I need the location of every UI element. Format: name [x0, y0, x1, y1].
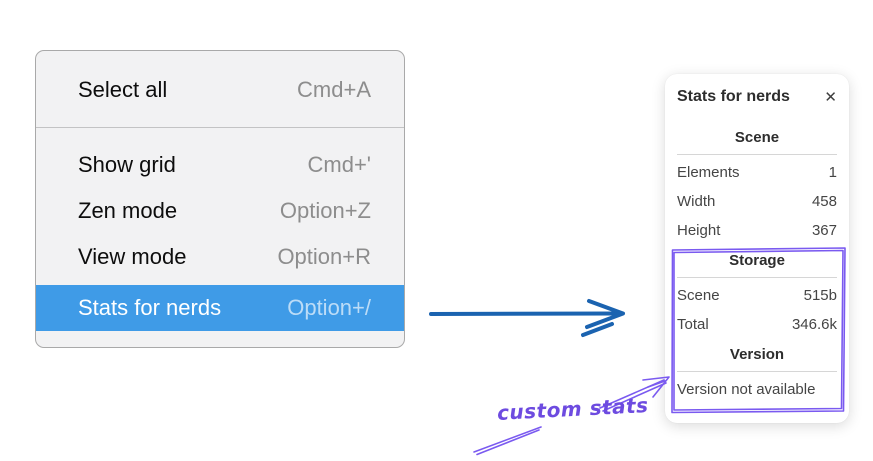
- menu-item-stats-for-nerds[interactable]: Stats for nerds Option+/: [36, 285, 404, 331]
- menu-divider: [36, 127, 404, 128]
- storage-section-rows: Scene 515b Total 346.6k: [677, 281, 837, 339]
- menu-item-shortcut: Cmd+': [307, 152, 372, 177]
- stat-value: 458: [811, 193, 837, 210]
- close-icon[interactable]: ✕: [824, 88, 837, 106]
- stat-label: Width: [677, 193, 716, 210]
- stat-label: Height: [677, 222, 721, 239]
- stat-row-height: Height 367: [677, 216, 837, 245]
- menu-item-view-mode[interactable]: View mode Option+R: [36, 234, 404, 280]
- menu-item-label: Zen mode: [78, 198, 178, 223]
- stat-row-elements: Elements 1: [677, 158, 837, 187]
- context-menu: Select all Cmd+A Show grid Cmd+' Zen mod…: [35, 50, 405, 348]
- menu-item-shortcut: Cmd+A: [297, 77, 371, 102]
- stat-row-width: Width 458: [677, 187, 837, 216]
- stats-panel-title: Stats for nerds: [677, 88, 790, 105]
- menu-item-shortcut: Option+R: [277, 244, 371, 269]
- menu-item-zen-mode[interactable]: Zen mode Option+Z: [36, 188, 404, 234]
- menu-item-label: View mode: [78, 244, 187, 269]
- stat-value: 346.6k: [791, 316, 837, 333]
- stats-panel: Stats for nerds ✕ Scene Elements 1 Width…: [665, 74, 849, 423]
- section-divider: [677, 277, 837, 278]
- version-note: Version not available: [677, 381, 816, 398]
- menu-item-select-all[interactable]: Select all Cmd+A: [36, 67, 404, 113]
- stat-label: Scene: [677, 287, 720, 304]
- scene-section-rows: Elements 1 Width 458 Height 367: [677, 158, 837, 245]
- menu-item-label: Stats for nerds: [78, 295, 222, 320]
- storage-section-header: Storage: [729, 252, 785, 269]
- stats-panel-header: Stats for nerds ✕: [677, 88, 837, 106]
- stat-row-scene-size: Scene 515b: [677, 281, 837, 310]
- menu-item-shortcut: Option+Z: [279, 198, 371, 223]
- section-divider: [677, 371, 837, 372]
- scene-section-header: Scene: [734, 129, 780, 146]
- menu-item-shortcut: Option+/: [287, 295, 371, 320]
- stat-value: 515b: [803, 287, 837, 304]
- stat-value: 367: [811, 222, 837, 239]
- stat-label: Elements: [677, 164, 740, 181]
- stat-row-total-size: Total 346.6k: [677, 310, 837, 339]
- stat-value: 1: [828, 164, 837, 181]
- annotation-label: custom stats: [496, 393, 650, 425]
- arrow-menu-to-panel-icon: [429, 299, 625, 337]
- menu-item-label: Select all: [78, 77, 168, 102]
- stat-label: Total: [677, 316, 709, 333]
- version-section-header: Version: [729, 346, 785, 363]
- menu-item-label: Show grid: [78, 152, 176, 177]
- section-divider: [677, 154, 837, 155]
- menu-item-show-grid[interactable]: Show grid Cmd+': [36, 142, 404, 188]
